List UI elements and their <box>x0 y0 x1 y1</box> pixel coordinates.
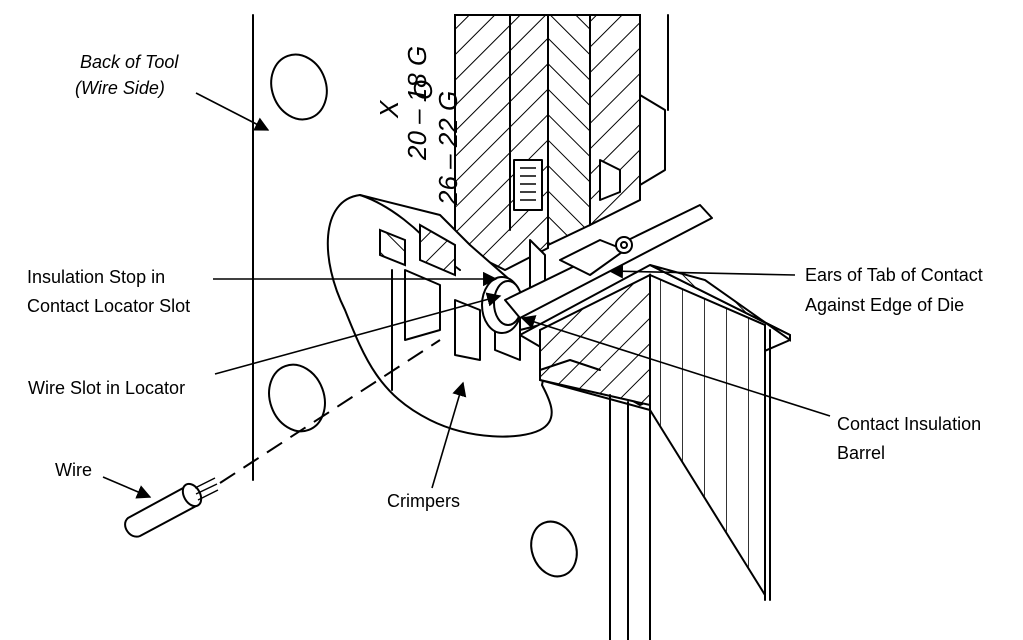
label-back-of-tool-line2: (Wire Side) <box>75 78 165 98</box>
contact-locator <box>326 194 601 438</box>
wire-assembly <box>124 339 441 538</box>
label-crimpers: Crimpers <box>387 491 460 511</box>
leader-crimpers <box>431 381 467 489</box>
leader-lines <box>102 92 831 499</box>
leader-wire-slot <box>214 292 502 375</box>
die-mark-x: X <box>374 99 404 119</box>
leader-wire <box>102 476 152 499</box>
label-wire-slot: Wire Slot in Locator <box>28 378 185 398</box>
die-markings: X 20 – 18 G O 26 – 22 G <box>374 46 463 206</box>
die-mark-range-lower: 26 – 22 G <box>433 91 463 206</box>
die-mark-range-upper: 20 – 18 G <box>402 46 432 161</box>
lower-die-block <box>519 264 791 640</box>
mounting-hole-left <box>268 363 326 433</box>
mounting-hole-top <box>270 53 328 121</box>
upper-die <box>454 14 666 291</box>
label-ears-line2: Against Edge of Die <box>805 295 964 315</box>
die-mark-o: O <box>408 80 438 100</box>
label-back-of-tool-line1: Back of Tool <box>80 52 179 72</box>
label-wire: Wire <box>55 460 92 480</box>
label-contact-barrel-line1: Contact Insulation <box>837 414 981 434</box>
leader-contact-barrel <box>520 315 831 417</box>
leader-back-of-tool <box>195 92 270 131</box>
label-contact-barrel-line2: Barrel <box>837 443 885 463</box>
contact <box>481 204 713 334</box>
label-insulation-stop-line1: Insulation Stop in <box>27 267 165 287</box>
tool-back-plate <box>252 14 669 481</box>
mounting-hole-bottom <box>530 520 578 578</box>
label-insulation-stop-line2: Contact Locator Slot <box>27 296 190 316</box>
label-ears-line1: Ears of Tab of Contact <box>805 265 983 285</box>
mounting-holes <box>268 53 578 578</box>
wire-path <box>219 339 441 484</box>
callout-labels: Back of Tool (Wire Side) Insulation Stop… <box>27 52 983 511</box>
leader-ears <box>608 264 796 279</box>
